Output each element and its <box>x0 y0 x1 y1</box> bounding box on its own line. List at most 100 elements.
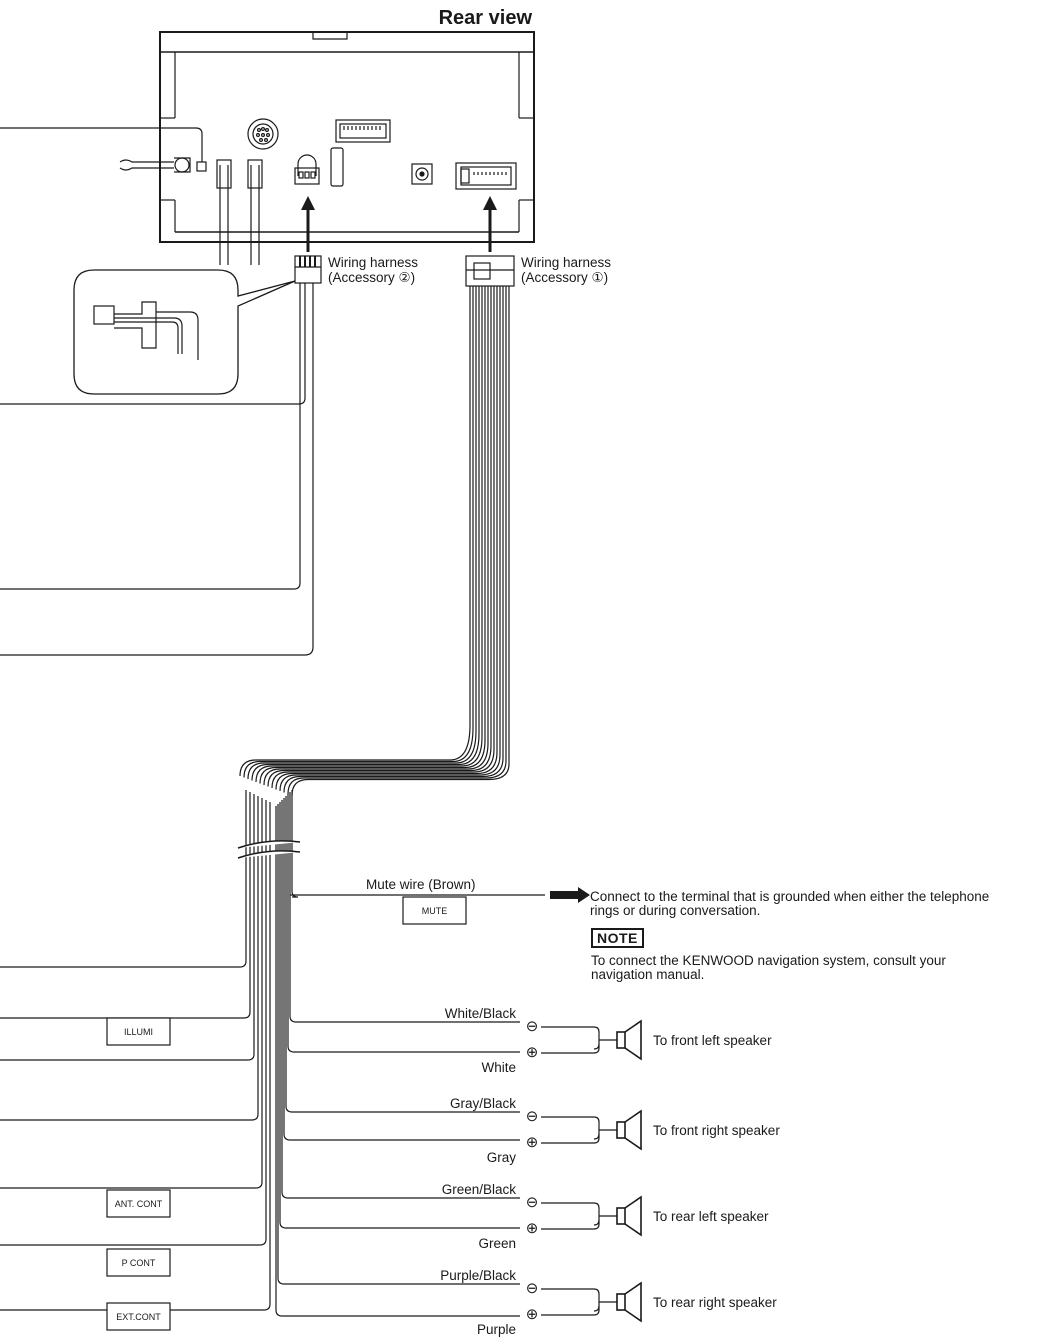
speaker-lead-neg <box>541 1026 600 1050</box>
speaker-lead-neg <box>541 1116 600 1140</box>
bundle-wire <box>283 757 504 793</box>
mute-wire-line <box>290 887 590 903</box>
left-wire <box>0 794 255 1061</box>
speaker-label: To rear left speaker <box>653 1209 769 1224</box>
callout-bubble <box>73 269 296 395</box>
right-wire <box>277 804 520 1285</box>
left-wire <box>0 802 271 1311</box>
ext-cont-tag: EXT.CONT <box>116 1312 161 1322</box>
note-heading: NOTE <box>591 928 644 948</box>
ground-wire <box>0 127 203 162</box>
slot-port <box>330 147 344 187</box>
speaker-lead-pos <box>541 1220 600 1230</box>
wire-color-pos: White <box>481 1060 516 1075</box>
mute-wire-label: Mute wire (Brown) <box>366 877 476 892</box>
bundle-wire <box>239 724 471 777</box>
wire-bundle <box>0 286 520 1317</box>
speaker-icon <box>616 1031 626 1049</box>
wire-color-pos: Gray <box>487 1150 517 1165</box>
arrow-accessory-2 <box>301 196 315 252</box>
bundle-wire <box>279 754 501 792</box>
plus-terminal-icon: ⊕ <box>526 1044 539 1061</box>
unit-top-notch <box>312 32 348 40</box>
illumi-tag: ILLUMI <box>124 1027 153 1037</box>
bundle-wire <box>275 751 498 790</box>
top-multipin-port <box>335 119 391 143</box>
arrow-accessory-1 <box>483 196 497 252</box>
bundle-wire <box>247 730 477 780</box>
mute-tag-box <box>402 896 467 925</box>
right-wire <box>287 794 520 1053</box>
bundle-wire <box>263 742 489 786</box>
ground-terminal <box>196 161 207 172</box>
harness-2-line1: Wiring harness <box>328 255 418 270</box>
right-wire <box>289 792 520 1023</box>
speaker-lead-neg <box>541 1202 600 1226</box>
bundle-wire <box>287 760 507 795</box>
accessory-1-plug <box>465 255 515 287</box>
left-wire <box>0 792 251 1019</box>
illumi-tag-box <box>106 1017 171 1046</box>
right-wire <box>281 800 520 1199</box>
minus-terminal-icon: ⊖ <box>526 1194 539 1211</box>
minus-terminal-icon: ⊖ <box>526 1018 539 1035</box>
din-connector <box>247 118 279 150</box>
note-text-2: navigation manual. <box>591 967 705 982</box>
minus-terminal-icon: ⊖ <box>526 1108 539 1125</box>
speaker-icon <box>616 1207 626 1225</box>
mute-connect-text-2: rings or during conversation. <box>590 903 761 918</box>
left-wire <box>0 796 259 1121</box>
bundle-break-mark <box>237 840 301 859</box>
right-wire <box>279 802 520 1229</box>
mute-tag: MUTE <box>422 906 448 916</box>
speaker-label: To rear right speaker <box>653 1295 777 1310</box>
wire-color-pos: Purple <box>477 1322 516 1337</box>
acc2-wire-2 <box>0 283 306 405</box>
harness-2-line2: (Accessory ②) <box>328 270 415 285</box>
acc2-wire-3 <box>0 283 314 656</box>
speaker-icon <box>616 1293 626 1311</box>
head-unit <box>0 31 535 265</box>
bundle-wire <box>259 739 486 784</box>
bundle-wire <box>243 727 474 778</box>
right-wire <box>275 806 520 1317</box>
bundle-wire <box>251 733 480 781</box>
p-cont-tag-box <box>106 1248 171 1277</box>
wire-color-neg: Green/Black <box>442 1182 517 1197</box>
left-wire <box>0 798 263 1189</box>
speaker-cone-icon <box>624 1019 642 1061</box>
unit-outline <box>159 31 535 243</box>
bundle-wire <box>271 748 495 789</box>
right-wire <box>285 796 520 1113</box>
antenna-jack <box>119 157 191 173</box>
speaker-cone-icon <box>624 1109 642 1151</box>
speaker-cone-icon <box>624 1195 642 1237</box>
speaker-label: To front right speaker <box>653 1123 780 1138</box>
bundle-wire <box>267 745 492 787</box>
accessory-2-plug <box>0 255 322 656</box>
accessory-2-socket <box>294 154 320 185</box>
wire-color-pos: Green <box>478 1236 516 1251</box>
speaker-lead-pos <box>541 1044 600 1054</box>
accessory-1-socket <box>455 162 517 190</box>
ant-cont-tag: ANT. CONT <box>115 1199 163 1209</box>
bundle-wire <box>255 736 483 783</box>
left-wire <box>0 790 247 968</box>
ext-cont-tag-box <box>106 1302 171 1331</box>
minus-terminal-icon: ⊖ <box>526 1280 539 1297</box>
bundle-wire <box>291 763 510 796</box>
left-wire <box>0 800 267 1246</box>
p-cont-tag: P CONT <box>122 1258 156 1268</box>
plus-terminal-icon: ⊕ <box>526 1134 539 1151</box>
speaker-label: To front left speaker <box>653 1033 772 1048</box>
plus-terminal-icon: ⊕ <box>526 1220 539 1237</box>
square-mini-connector <box>411 163 433 185</box>
wire-color-neg: White/Black <box>445 1006 517 1021</box>
wire-color-neg: Gray/Black <box>450 1096 516 1111</box>
